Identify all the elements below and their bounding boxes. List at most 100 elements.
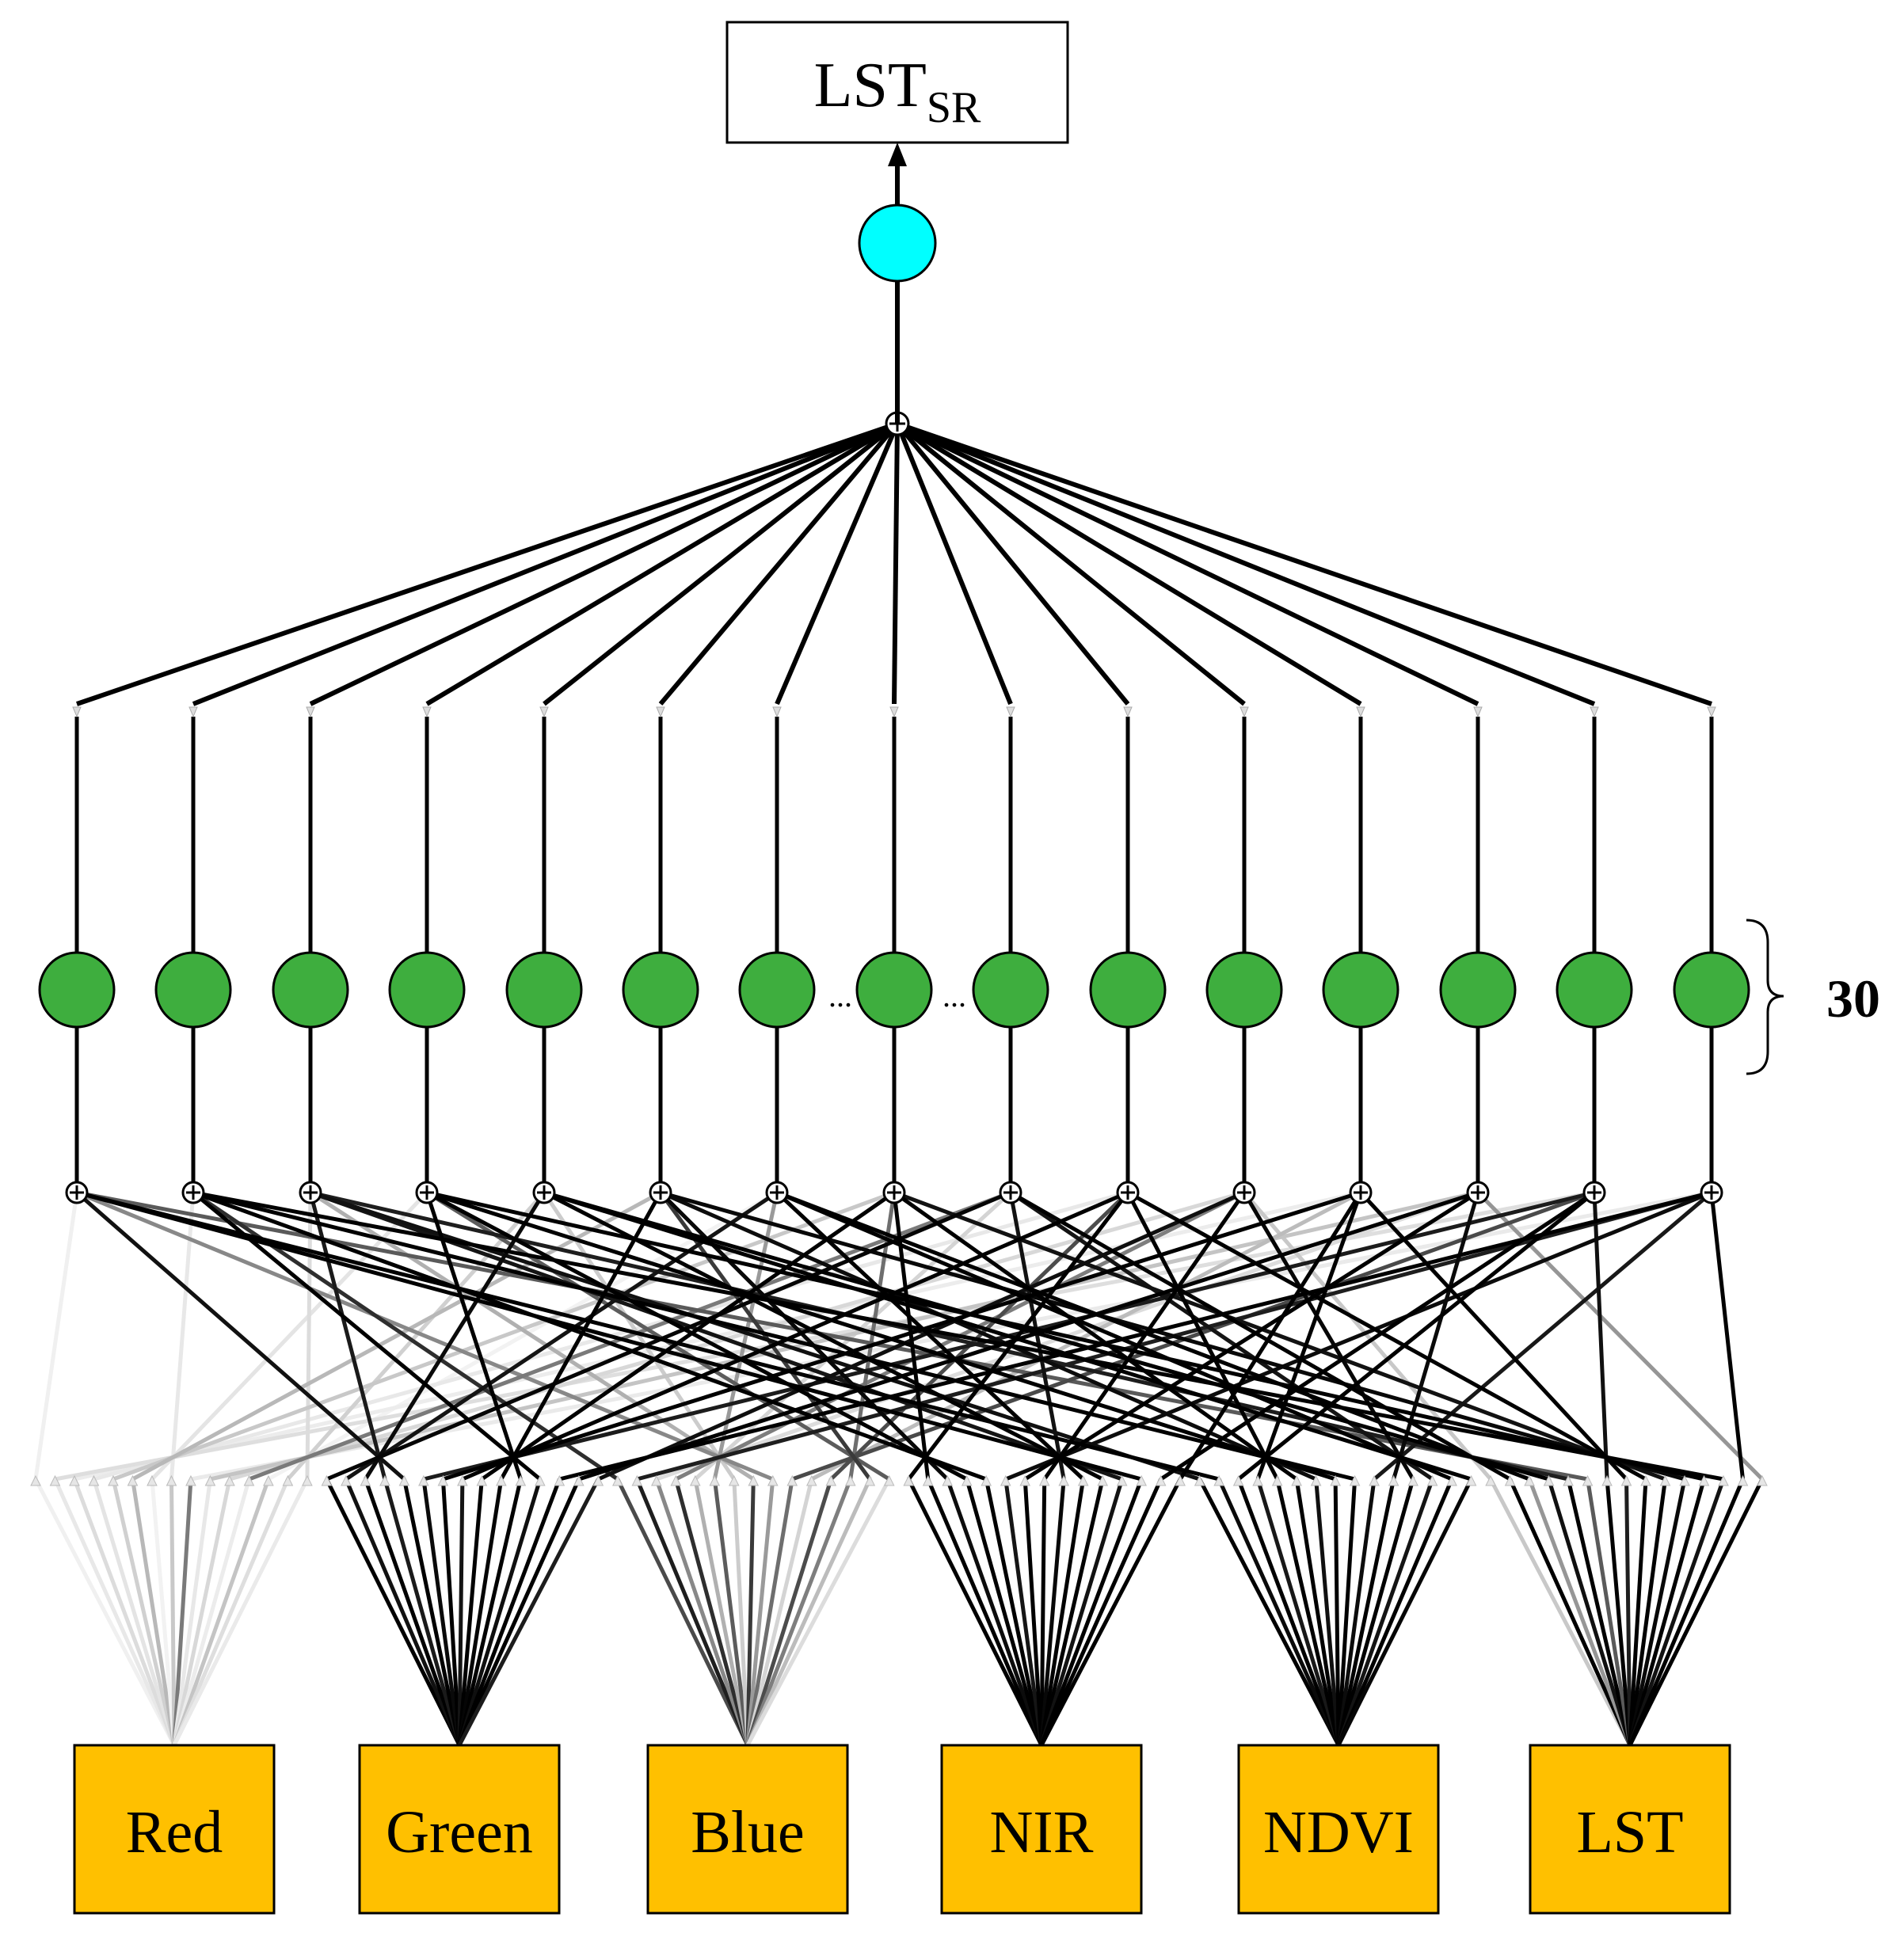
input-fan-line [1527,1478,1632,1746]
input-fan-line [1022,1478,1044,1746]
input-fan-line [926,1478,1044,1746]
input-fan-line [1628,1478,1687,1746]
connection-stub [1240,706,1249,718]
input-stub [1019,1474,1031,1486]
input-stub [321,1474,333,1486]
input-fan-line [169,1478,177,1746]
input-fan-line [745,1478,814,1746]
input-label: LST [1576,1799,1683,1866]
input-stub [1543,1474,1555,1486]
hidden-input-line [1255,1192,1363,1480]
input-stub [49,1474,61,1486]
input-stub [1679,1474,1690,1486]
input-stub [1291,1474,1302,1486]
input-fan-line [635,1478,750,1746]
input-fan-line [745,1478,872,1747]
hidden-neuron [972,951,1049,1029]
input-stub [185,1474,196,1486]
hidden-input-line [543,1190,1472,1482]
input-fan-line [984,1478,1044,1746]
connection-stubs [30,706,1768,1486]
input-stub [1213,1474,1224,1486]
input-fan-line [457,1478,562,1746]
input-stub [922,1474,934,1486]
hidden-input-line [192,1190,1356,1482]
connection-stub [1590,706,1599,718]
hidden-neuron [738,951,816,1029]
input-box [1237,1744,1440,1915]
input-fan-line [673,1478,750,1746]
input-fan-line [1488,1478,1632,1747]
input-stub [1155,1474,1167,1486]
connection-stub [188,706,198,718]
input-stub [1058,1474,1070,1486]
input-stub [166,1474,177,1486]
hidden-to-output-line [543,421,899,706]
input-stub [942,1474,954,1486]
hidden-input-line [1125,1191,1279,1481]
hidden-neuron [1322,951,1399,1029]
input-fan-line [1039,1478,1066,1746]
input-fan-line [654,1478,750,1746]
input-label: Blue [691,1799,805,1866]
input-stub [631,1474,643,1486]
input-stub [1038,1474,1050,1486]
input-stub [1330,1474,1341,1486]
hidden-input-line [33,1192,79,1480]
input-label: Green [386,1799,533,1866]
hidden-input-line [1359,1191,1628,1481]
input-stub [204,1474,216,1486]
input-stub [767,1474,779,1486]
output-box [725,21,1069,144]
input-fan-line [383,1478,462,1746]
input-stub [1465,1474,1477,1486]
hidden-input-line [791,1190,1595,1482]
input-stub [1563,1474,1574,1486]
hidden-to-output-line [892,423,900,705]
hidden-to-output-line [896,421,1596,706]
input-stub [961,1474,973,1486]
input-stub [1640,1474,1651,1486]
hidden-input-line [543,1190,1550,1482]
input-fan-line [965,1478,1044,1746]
hidden-layer-neurons [38,951,1750,1029]
hidden-to-output-line [658,422,900,706]
hidden-input-line [461,1190,1129,1482]
hidden-input-line [659,1190,1317,1482]
input-stub [108,1474,119,1486]
input-stub [670,1474,682,1486]
hidden-input-line [1243,1191,1492,1481]
input-stub [1601,1474,1613,1486]
connection-stub [422,706,432,718]
input-fan-line [1039,1478,1182,1747]
input-fan-line [1294,1478,1341,1746]
input-stub [709,1474,721,1486]
input-fan-line [1547,1478,1632,1746]
input-stub [263,1474,274,1486]
input-fan-line [1336,1478,1434,1746]
input-fan-line [1314,1478,1341,1746]
connection-stub [1473,706,1483,718]
hidden-neuron [1673,951,1750,1029]
input-fan-line [1275,1478,1341,1746]
hidden-input-line [305,1192,313,1480]
hidden-input-line [426,1190,1336,1482]
input-fan-line [1039,1478,1086,1746]
input-fan-line [1628,1478,1726,1746]
input-stub [282,1474,294,1486]
input-fan-line [745,1478,775,1746]
hidden-neuron [855,951,933,1029]
input-fan-line [1217,1478,1341,1747]
hidden-neuron [1556,951,1633,1029]
input-label: NIR [990,1799,1094,1866]
input-box [1529,1744,1731,1915]
input-stub [1194,1474,1205,1486]
input-fan-line [745,1478,853,1746]
input-stub [612,1474,623,1486]
input-stub [1388,1474,1399,1486]
connection-stub [1123,706,1133,718]
input-fan-line [457,1478,484,1746]
connection-stub [1356,706,1365,718]
hidden-input-line [426,1190,1705,1482]
